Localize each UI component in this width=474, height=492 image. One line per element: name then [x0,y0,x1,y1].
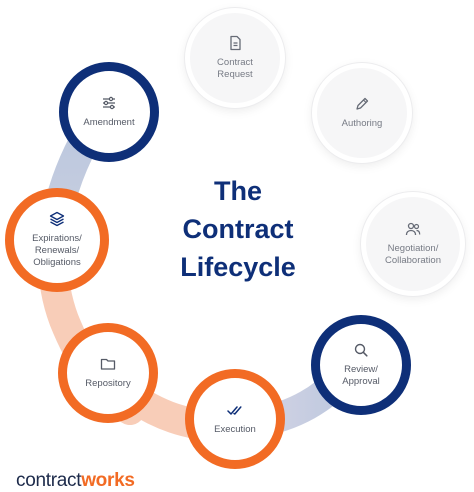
document-icon [227,35,243,51]
layers-icon [49,211,65,227]
brand-part-1: contract [16,470,82,491]
stage-label: Review/ Approval [342,364,380,387]
stage-label: Negotiation/ Collaboration [385,243,441,266]
stage-label: Contract Request [217,57,253,80]
stage-authoring[interactable]: Authoring [312,63,412,163]
title-line-2: Contract [182,214,294,244]
stage-expirations[interactable]: Expirations/ Renewals/ Obligations [5,188,109,292]
search-icon [353,342,369,358]
folder-icon [100,356,116,372]
stage-label: Expirations/ Renewals/ Obligations [32,233,82,268]
brand-logo: contractworks [16,470,135,492]
pencil-icon [354,96,370,112]
stage-label: Authoring [341,118,383,129]
people-icon [405,221,421,237]
brand-part-2: works [81,470,135,491]
diagram-title: The Contract Lifecycle [150,172,326,286]
stage-contract-request[interactable]: Contract Request [185,8,285,108]
double-check-icon [227,402,243,418]
stage-review-approval[interactable]: Review/ Approval [311,315,411,415]
stage-execution[interactable]: Execution [185,369,285,469]
title-line-1: The [213,176,262,206]
title-line-3: Lifecycle [180,252,296,282]
stage-label: Repository [85,378,131,389]
stage-label: Amendment [83,117,135,128]
sliders-icon [101,95,117,111]
stage-amendment[interactable]: Amendment [59,62,159,162]
stage-negotiation[interactable]: Negotiation/ Collaboration [361,192,465,296]
stage-repository[interactable]: Repository [58,323,158,423]
stage-label: Execution [214,424,256,435]
